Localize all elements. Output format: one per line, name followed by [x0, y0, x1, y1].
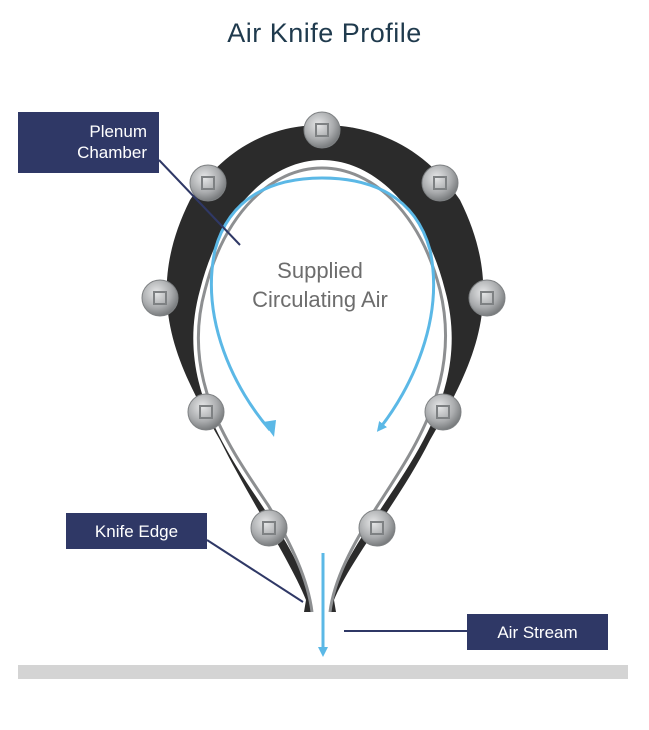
- surface-bar: [18, 665, 628, 679]
- circulating-air-arrow: [210, 176, 435, 432]
- supplied-air-label: Supplied Circulating Air: [205, 256, 435, 314]
- plenum-line1: Plenum: [89, 122, 147, 141]
- knife-edge-leader-line: [206, 539, 304, 603]
- plenum-leader-line: [158, 159, 241, 246]
- plenum-line2: Chamber: [77, 143, 147, 162]
- air-stream-callout: Air Stream: [467, 614, 608, 650]
- bolt-lower-left-icon: [187, 393, 225, 431]
- bolt-upper-right-icon: [421, 164, 459, 202]
- bolt-lower-right-icon: [424, 393, 462, 431]
- bolt-mid-left-icon: [141, 279, 179, 317]
- left-arrowhead-icon: [263, 420, 276, 437]
- knife-body: [166, 125, 484, 613]
- bolt-mid-right-icon: [468, 279, 506, 317]
- bolt-top-icon: [303, 111, 341, 149]
- bolts: [141, 111, 506, 547]
- plenum-chamber-callout: Plenum Chamber: [18, 112, 159, 173]
- diagram-title: Air Knife Profile: [227, 18, 422, 48]
- bolt-bottom-left-icon: [250, 509, 288, 547]
- bolt-bottom-right-icon: [358, 509, 396, 547]
- supplied-air-line1: Supplied: [277, 258, 363, 283]
- bolt-upper-left-icon: [189, 164, 227, 202]
- knife-edge-callout: Knife Edge: [66, 513, 207, 549]
- supplied-air-line2: Circulating Air: [252, 287, 388, 312]
